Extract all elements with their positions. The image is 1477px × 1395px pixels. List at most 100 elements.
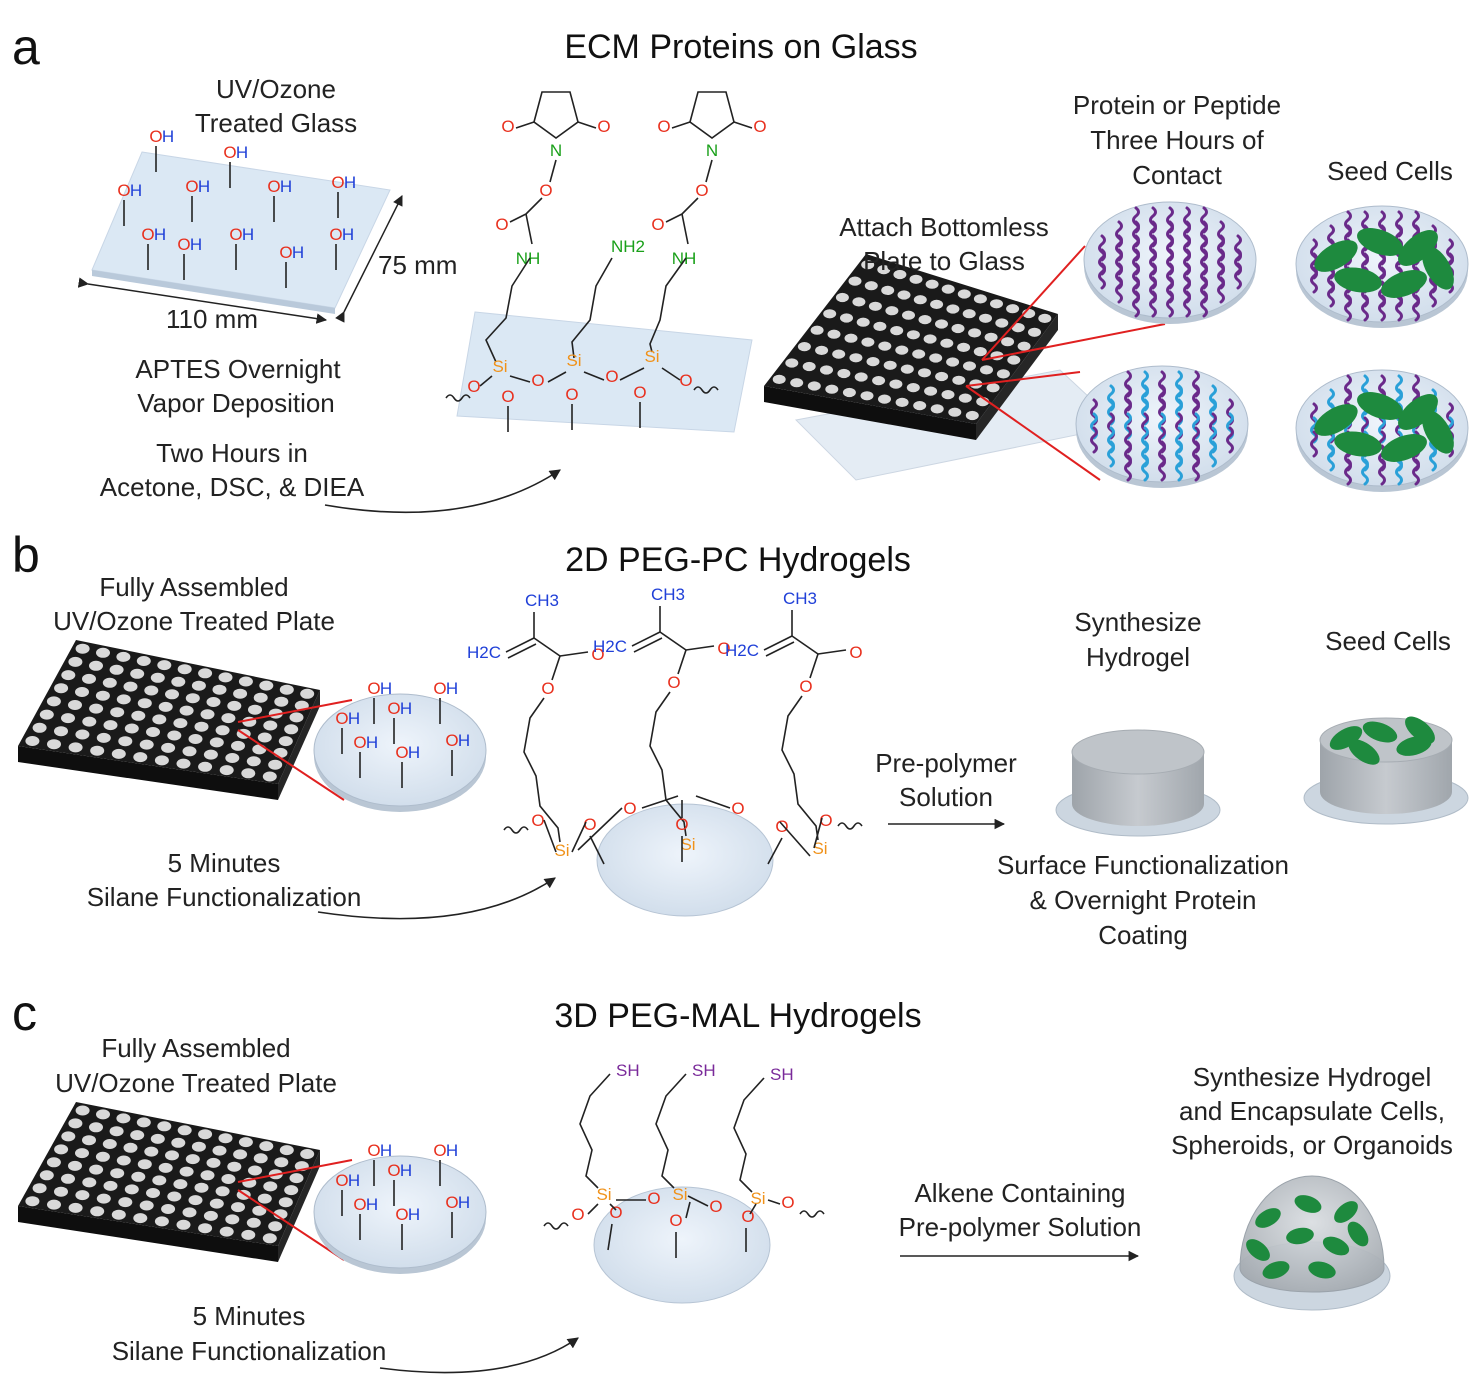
- encapsulated-cell: [1255, 1208, 1281, 1228]
- propyl-chain: [579, 1073, 611, 1189]
- synth-b-line1: Synthesize: [1074, 607, 1201, 637]
- polymer-continuation: [445, 394, 471, 402]
- polymer-continuation: [693, 386, 719, 394]
- plate-well: [958, 393, 972, 403]
- protein-strand: [1098, 262, 1106, 290]
- plate-well: [219, 765, 234, 776]
- plate-well: [1007, 355, 1021, 365]
- plate-well: [111, 748, 126, 759]
- panel-c-title: 3D PEG-MAL Hydrogels: [554, 997, 921, 1035]
- protein-strand: [1166, 290, 1174, 318]
- plate-well: [885, 306, 899, 316]
- callout-line: [981, 323, 1166, 361]
- encapsulated-cell: [1246, 1239, 1270, 1261]
- plate-well: [39, 709, 54, 720]
- bond: [505, 637, 535, 653]
- hydrogen-atom: H: [280, 177, 292, 196]
- plate-well: [39, 1170, 54, 1181]
- plate-well: [268, 1221, 283, 1232]
- alkene-label: Alkene Containing Pre-polymer Solution: [899, 1178, 1142, 1242]
- plate-well: [130, 668, 145, 679]
- encapsulated-cell: [1286, 1227, 1314, 1245]
- step-b-line1: 5 Minutes: [168, 848, 281, 878]
- oxygen-atom: O: [331, 173, 344, 192]
- plate-well: [203, 1210, 218, 1221]
- plate-well: [872, 376, 886, 386]
- hydrogen-atom: H: [292, 243, 304, 262]
- oxygen-atom: O: [395, 1205, 408, 1224]
- callout-line: [981, 245, 1086, 361]
- plate-well: [868, 301, 882, 311]
- callout-line: [965, 385, 1101, 481]
- oxygen-atom: O: [149, 127, 162, 146]
- plate-well: [188, 1195, 203, 1206]
- plate-label-c: Fully Assembled UV/Ozone Treated Plate: [55, 1033, 337, 1098]
- plate-well: [146, 1188, 160, 1198]
- plate-well: [980, 365, 993, 375]
- panel-a-title: ECM Proteins on Glass: [564, 28, 917, 66]
- protein-strand: [1124, 454, 1132, 482]
- plate-well: [935, 319, 948, 329]
- plate-well: [182, 746, 197, 757]
- silicon-atom: Si: [812, 839, 827, 858]
- silicon-atom: Si: [644, 347, 659, 366]
- bond: [619, 367, 645, 381]
- plate-well: [860, 391, 874, 401]
- plate-well: [231, 740, 245, 751]
- step-b-line2: Silane Functionalization: [87, 882, 362, 912]
- plate-well: [158, 701, 173, 712]
- panel-b-title: 2D PEG-PC Hydrogels: [565, 541, 911, 579]
- plate-well: [157, 660, 172, 671]
- plate-well: [75, 1105, 90, 1116]
- oxygen-atom: O: [387, 699, 400, 718]
- bond: [767, 1199, 781, 1205]
- plate-well: [832, 349, 846, 359]
- callout-lines-a: [965, 245, 1166, 481]
- plate-well: [68, 742, 83, 753]
- plate-front-face: [764, 386, 976, 440]
- plate-well: [231, 1202, 245, 1213]
- protein-strand: [1158, 454, 1166, 482]
- plate-well: [89, 1164, 104, 1175]
- callout-lines-c: [237, 1159, 353, 1261]
- plate-well: [46, 696, 61, 707]
- protein-strand: [1327, 444, 1335, 472]
- plate-well: [906, 330, 920, 340]
- silicon-atom: Si: [566, 351, 581, 370]
- plate-well: [173, 718, 188, 729]
- plate-well: [957, 342, 971, 352]
- plate-well: [852, 297, 866, 307]
- encapsulated-cell: [1347, 1221, 1369, 1247]
- plate-well: [835, 292, 849, 303]
- prepolymer-label: Pre-polymer Solution: [875, 748, 1017, 812]
- oxygen-atom: O: [117, 181, 130, 200]
- bond: [547, 371, 567, 383]
- surface-oxygen: O: [633, 383, 646, 402]
- plate-well: [133, 1213, 148, 1224]
- protein-strand: [1132, 290, 1140, 318]
- cell: [1398, 230, 1438, 266]
- plate-well: [47, 739, 61, 750]
- encapsulated-cell: [1322, 1236, 1350, 1256]
- plate-well: [167, 730, 182, 741]
- protein-strand: [1361, 458, 1369, 486]
- plate-well: [893, 269, 907, 280]
- oxygen-atom: O: [367, 1141, 380, 1160]
- plate-well: [935, 371, 949, 382]
- synth-label-c: Synthesize Hydrogel and Encapsulate Cell…: [1171, 1062, 1453, 1160]
- plate-well: [75, 729, 90, 740]
- callout-line: [237, 729, 345, 801]
- polymer-continuation: [503, 826, 529, 834]
- propyl-chain: [655, 1073, 687, 1189]
- siloxane-oxygen: O: [731, 799, 744, 818]
- plate-well: [849, 353, 863, 363]
- plate-well: [252, 744, 267, 755]
- bond: [681, 213, 689, 245]
- plate-well: [241, 1229, 256, 1240]
- plate-well: [96, 732, 111, 743]
- step-c-line1: 5 Minutes: [193, 1301, 306, 1331]
- plate-well: [772, 374, 786, 384]
- oxygen-atom: O: [229, 225, 242, 244]
- oxygen-atom: O: [267, 177, 280, 196]
